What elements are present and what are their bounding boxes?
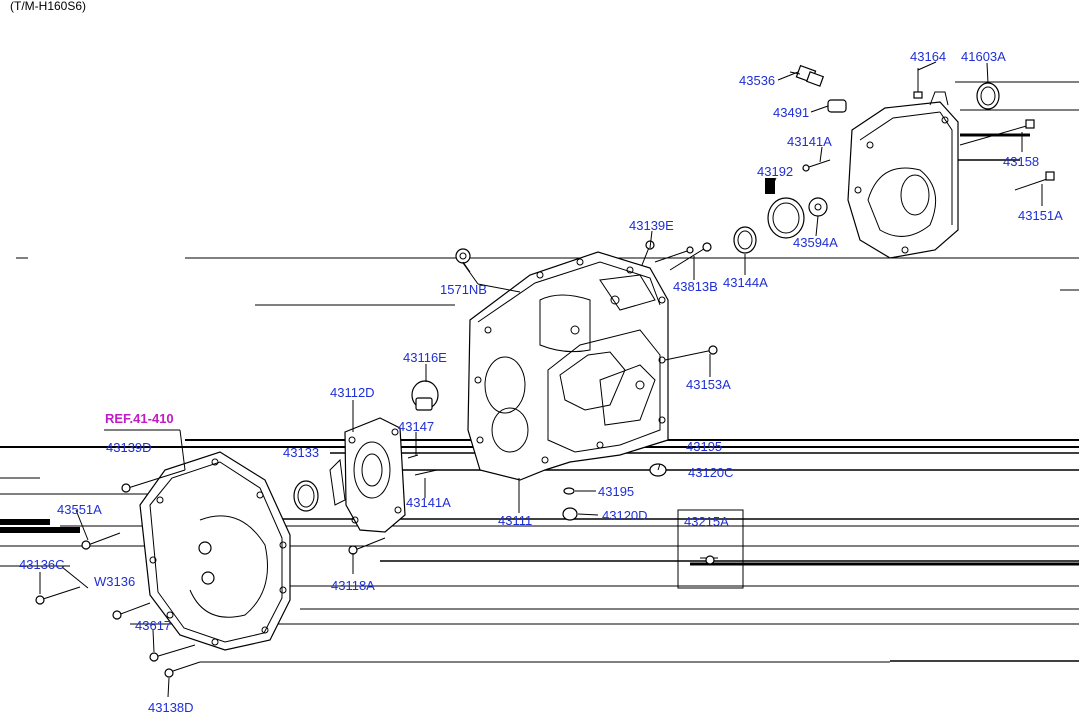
plug-43491 (827, 99, 847, 113)
label-43536: 43536 (739, 73, 775, 88)
speed-sensor (789, 64, 825, 87)
pin-43141A-top (802, 159, 831, 172)
label-43195: 43195 (598, 484, 634, 499)
label-43813B: 43813B (673, 279, 718, 294)
label-43551A: 43551A (57, 502, 102, 517)
washer-43195 (563, 487, 575, 495)
label-43133: 43133 (283, 445, 319, 460)
label-43116E: 43116E (403, 350, 447, 365)
cap-43116E (411, 380, 439, 411)
label-43151A: 43151A (1018, 208, 1063, 223)
label-43215A: 43215A (684, 514, 729, 529)
seal-41603A (976, 82, 1000, 110)
plug-43120D (562, 507, 578, 521)
label-43594A: 43594A (793, 235, 838, 250)
bolts-43158-43151A (959, 119, 1055, 191)
bolts-43813B (654, 242, 712, 271)
reference-link[interactable]: REF.41-410 (105, 411, 174, 426)
pin-43141A-mid (414, 469, 438, 476)
label-43139D: 43139D (106, 440, 152, 455)
label-43111: 43111 (498, 513, 532, 528)
label-W3136: W3136 (94, 574, 135, 589)
label-43192: 43192 (757, 164, 793, 179)
label-43147: 43147 (398, 419, 434, 434)
part-labels: 43164 41603A 43536 43491 43141A 43192 43… (19, 49, 1063, 715)
label-43136C: 43136C (19, 557, 65, 572)
label-43120D: 43120D (602, 508, 648, 523)
label-43195-upper: 43195 (686, 439, 722, 454)
label-43139E: 43139E (629, 218, 674, 233)
label-43120C: 43120C (688, 465, 734, 480)
breather-43215A-box (677, 509, 744, 589)
seal-43144A (733, 226, 757, 254)
seal-43133 (293, 458, 346, 512)
label-43153A: 43153A (686, 377, 731, 392)
label-43617: 43617 (135, 618, 171, 633)
bolt-1571NB (455, 248, 471, 273)
label-41603A: 41603A (961, 49, 1006, 64)
label-1571NB: 1571NB (440, 282, 487, 297)
bolt-43164 (913, 68, 923, 99)
label-43118A: 43118A (331, 578, 375, 593)
leader-lines (39, 61, 1043, 698)
gear-43192 (765, 178, 828, 239)
label-43112D: 43112D (330, 385, 375, 400)
main-transmission-case (467, 251, 669, 481)
label-43141A-mid: 43141A (406, 495, 451, 510)
rear-extension-housing (847, 91, 959, 259)
label-43144A: 43144A (723, 275, 768, 290)
bolt-43139E (639, 240, 655, 271)
label-43138D: 43138D (148, 700, 194, 715)
label-43141A-top: 43141A (787, 134, 832, 149)
housing-bolts (35, 469, 201, 678)
label-43491: 43491 (773, 105, 809, 120)
bolt-43153A (664, 345, 718, 361)
model-header: (T/M-H160S6) (10, 0, 86, 13)
label-43164: 43164 (910, 49, 946, 64)
front-cover-43112D (344, 417, 406, 533)
label-43158: 43158 (1003, 154, 1039, 169)
clutch-housing (139, 451, 291, 651)
